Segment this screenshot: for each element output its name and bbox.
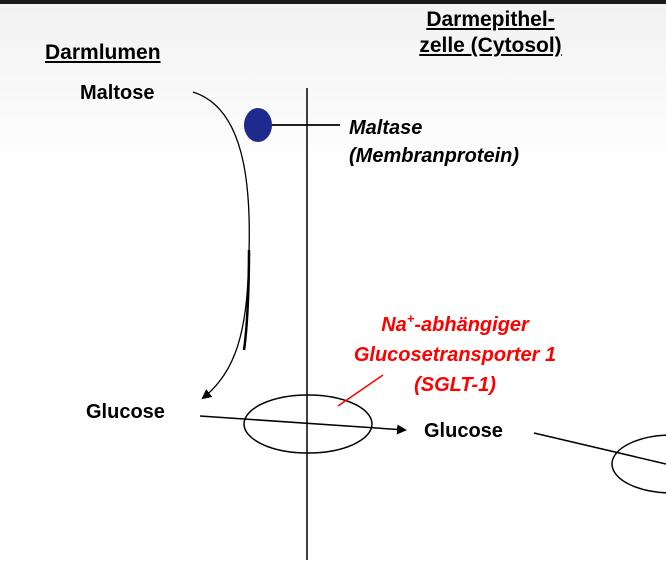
sglt1-line2: Glucosetransporter 1 xyxy=(353,344,557,366)
cell-header-line2: zelle (Cytosol) xyxy=(419,34,562,57)
sglt1-transporter-shape xyxy=(243,394,373,454)
maltose-to-glucose-arrow xyxy=(192,91,250,400)
maltose-label: Maltose xyxy=(80,82,155,104)
curve-thick-segment xyxy=(242,249,251,351)
sglt1-line1: Na+-abhängiger xyxy=(312,310,598,340)
sglt1-line3: (SGLT-1) xyxy=(414,374,496,396)
sglt1-pointer-line xyxy=(337,374,384,407)
background-gradient xyxy=(0,4,666,574)
maltase-label: Maltase (Membranprotein) xyxy=(349,114,519,170)
basolateral-transporter-shape xyxy=(611,434,666,494)
cell-header-line1: Darmepithel- xyxy=(426,8,555,31)
sglt1-label: Na+-abhängiger Glucosetransporter 1 (SGL… xyxy=(312,310,598,400)
lumen-header: Darmlumen xyxy=(45,41,161,64)
sglt1-ion-suffix: -abhängiger xyxy=(414,314,529,336)
sglt1-ion: Na xyxy=(381,314,407,336)
glucose-exit-line xyxy=(533,432,666,465)
sglt1-charge: + xyxy=(406,311,415,326)
maltase-detail: (Membranprotein) xyxy=(349,145,519,167)
top-border xyxy=(0,0,666,4)
glucose-lumen-label: Glucose xyxy=(86,401,165,423)
cell-header: Darmepithel- zelle (Cytosol) xyxy=(398,7,583,59)
maltase-name: Maltase xyxy=(349,117,423,139)
glucose-cell-label: Glucose xyxy=(424,420,503,442)
glucose-transport-arrow xyxy=(199,415,407,435)
maltase-protein-shape xyxy=(244,108,272,142)
